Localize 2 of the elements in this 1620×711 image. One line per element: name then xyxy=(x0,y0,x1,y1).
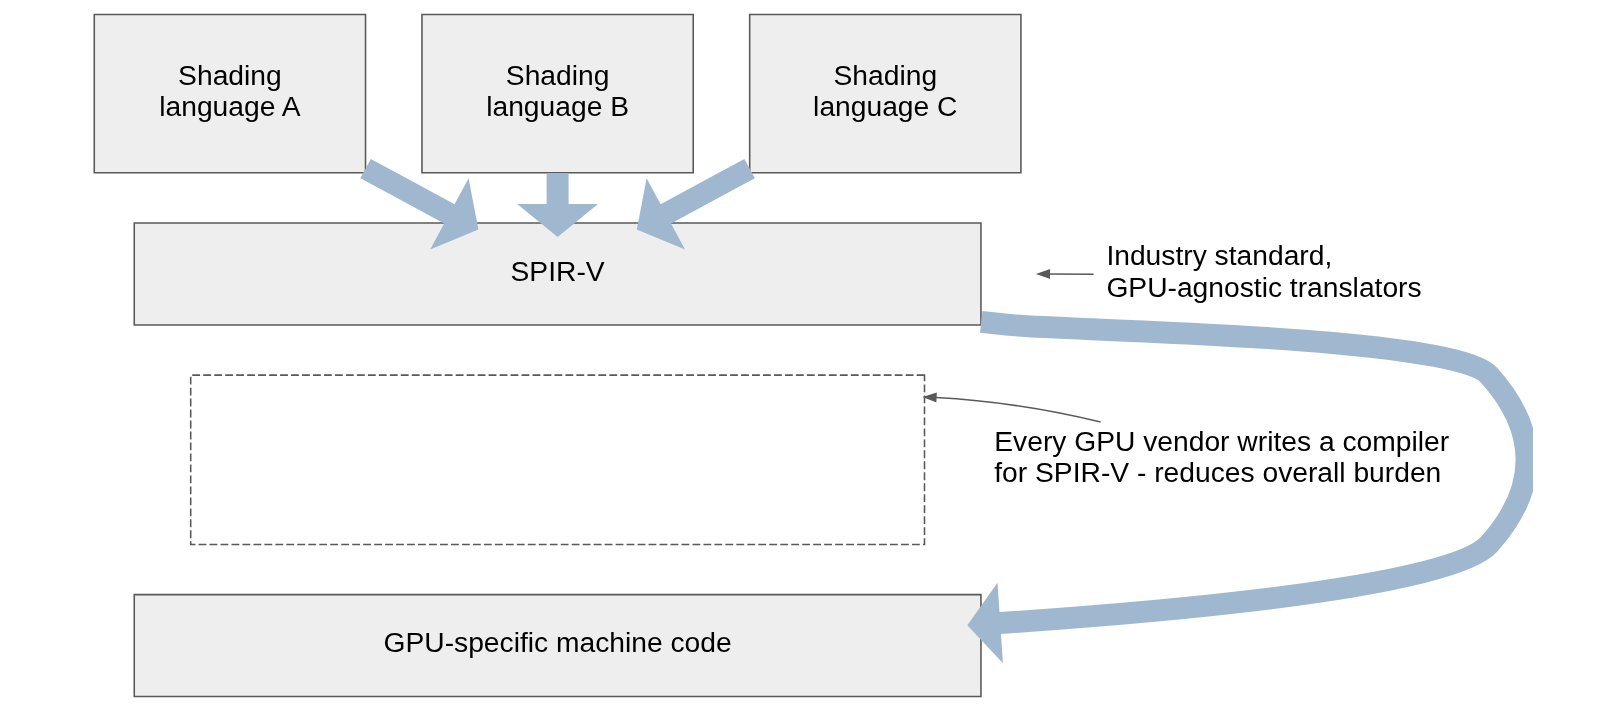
node-text: Industry standard, GPU-agnostic translators xyxy=(1105,239,1422,303)
node-text: Every GPU vendor writes a compiler for SPIR-V - reduces overall burden xyxy=(993,424,1449,489)
